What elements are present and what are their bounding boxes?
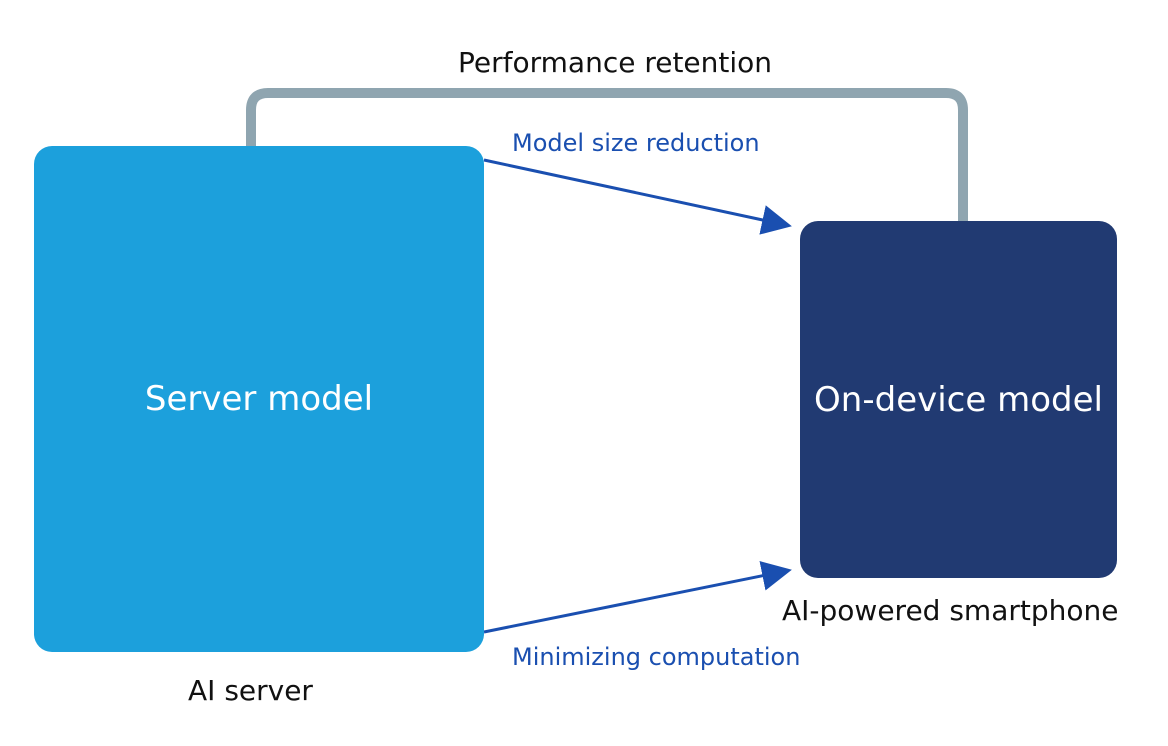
on-device-model-box: On-device model bbox=[800, 221, 1117, 578]
server-model-label: Server model bbox=[144, 379, 374, 419]
model-size-reduction-arrow bbox=[483, 158, 792, 235]
model-size-reduction-label: Model size reduction bbox=[512, 129, 760, 157]
performance-retention-connector bbox=[246, 88, 968, 221]
server-model-box: Server model bbox=[34, 146, 484, 652]
ai-server-caption: AI server bbox=[188, 674, 313, 707]
minimizing-computation-label: Minimizing computation bbox=[512, 643, 801, 671]
diagram-title: Performance retention bbox=[458, 46, 773, 79]
ai-powered-smartphone-caption: AI-powered smartphone bbox=[782, 594, 1119, 627]
minimizing-computation-arrow bbox=[483, 561, 792, 634]
on-device-model-label: On-device model bbox=[814, 379, 1103, 420]
